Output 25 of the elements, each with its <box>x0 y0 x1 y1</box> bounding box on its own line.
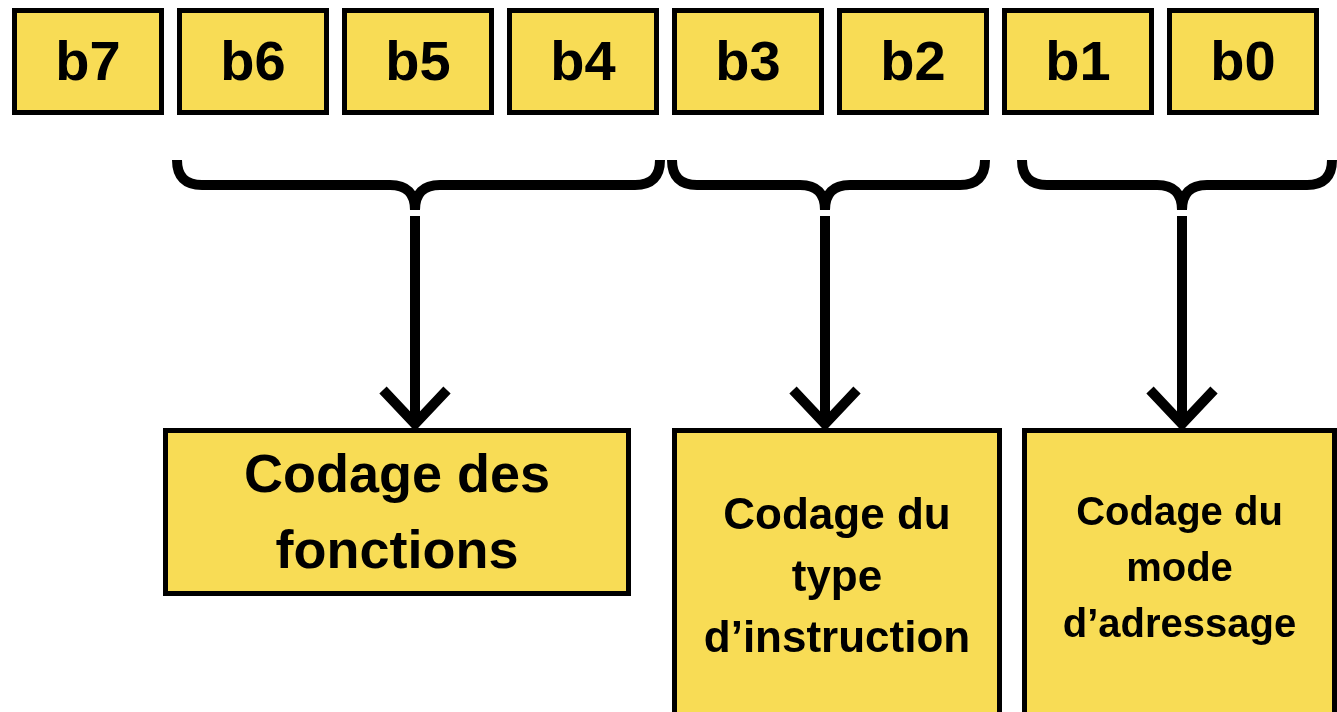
arrow <box>378 216 452 429</box>
field-box <box>163 428 631 596</box>
field-label: Codage du type d’instruction <box>702 488 972 664</box>
bit-label: b5 <box>385 28 451 95</box>
bit-label: b7 <box>55 28 121 95</box>
bit-box <box>342 8 494 115</box>
bit-box <box>1167 8 1319 115</box>
bit-label: b6 <box>220 28 286 95</box>
field-label: Codage des fonctions <box>242 442 552 581</box>
arrow <box>1145 216 1219 429</box>
bit-box <box>177 8 329 115</box>
bit-label: b3 <box>715 28 781 95</box>
field-box <box>1022 428 1337 712</box>
bit-box <box>1002 8 1154 115</box>
bit-label: b4 <box>550 28 616 95</box>
arrow <box>788 216 862 429</box>
bit-box <box>672 8 824 115</box>
field-label: Codage du mode d’adressage <box>1061 488 1298 647</box>
bit-box <box>837 8 989 115</box>
field-box <box>672 428 1002 712</box>
bit-box <box>507 8 659 115</box>
bit-box <box>12 8 164 115</box>
bit-label: b2 <box>880 28 946 95</box>
bit-label: b0 <box>1210 28 1276 95</box>
bit-label: b1 <box>1045 28 1111 95</box>
